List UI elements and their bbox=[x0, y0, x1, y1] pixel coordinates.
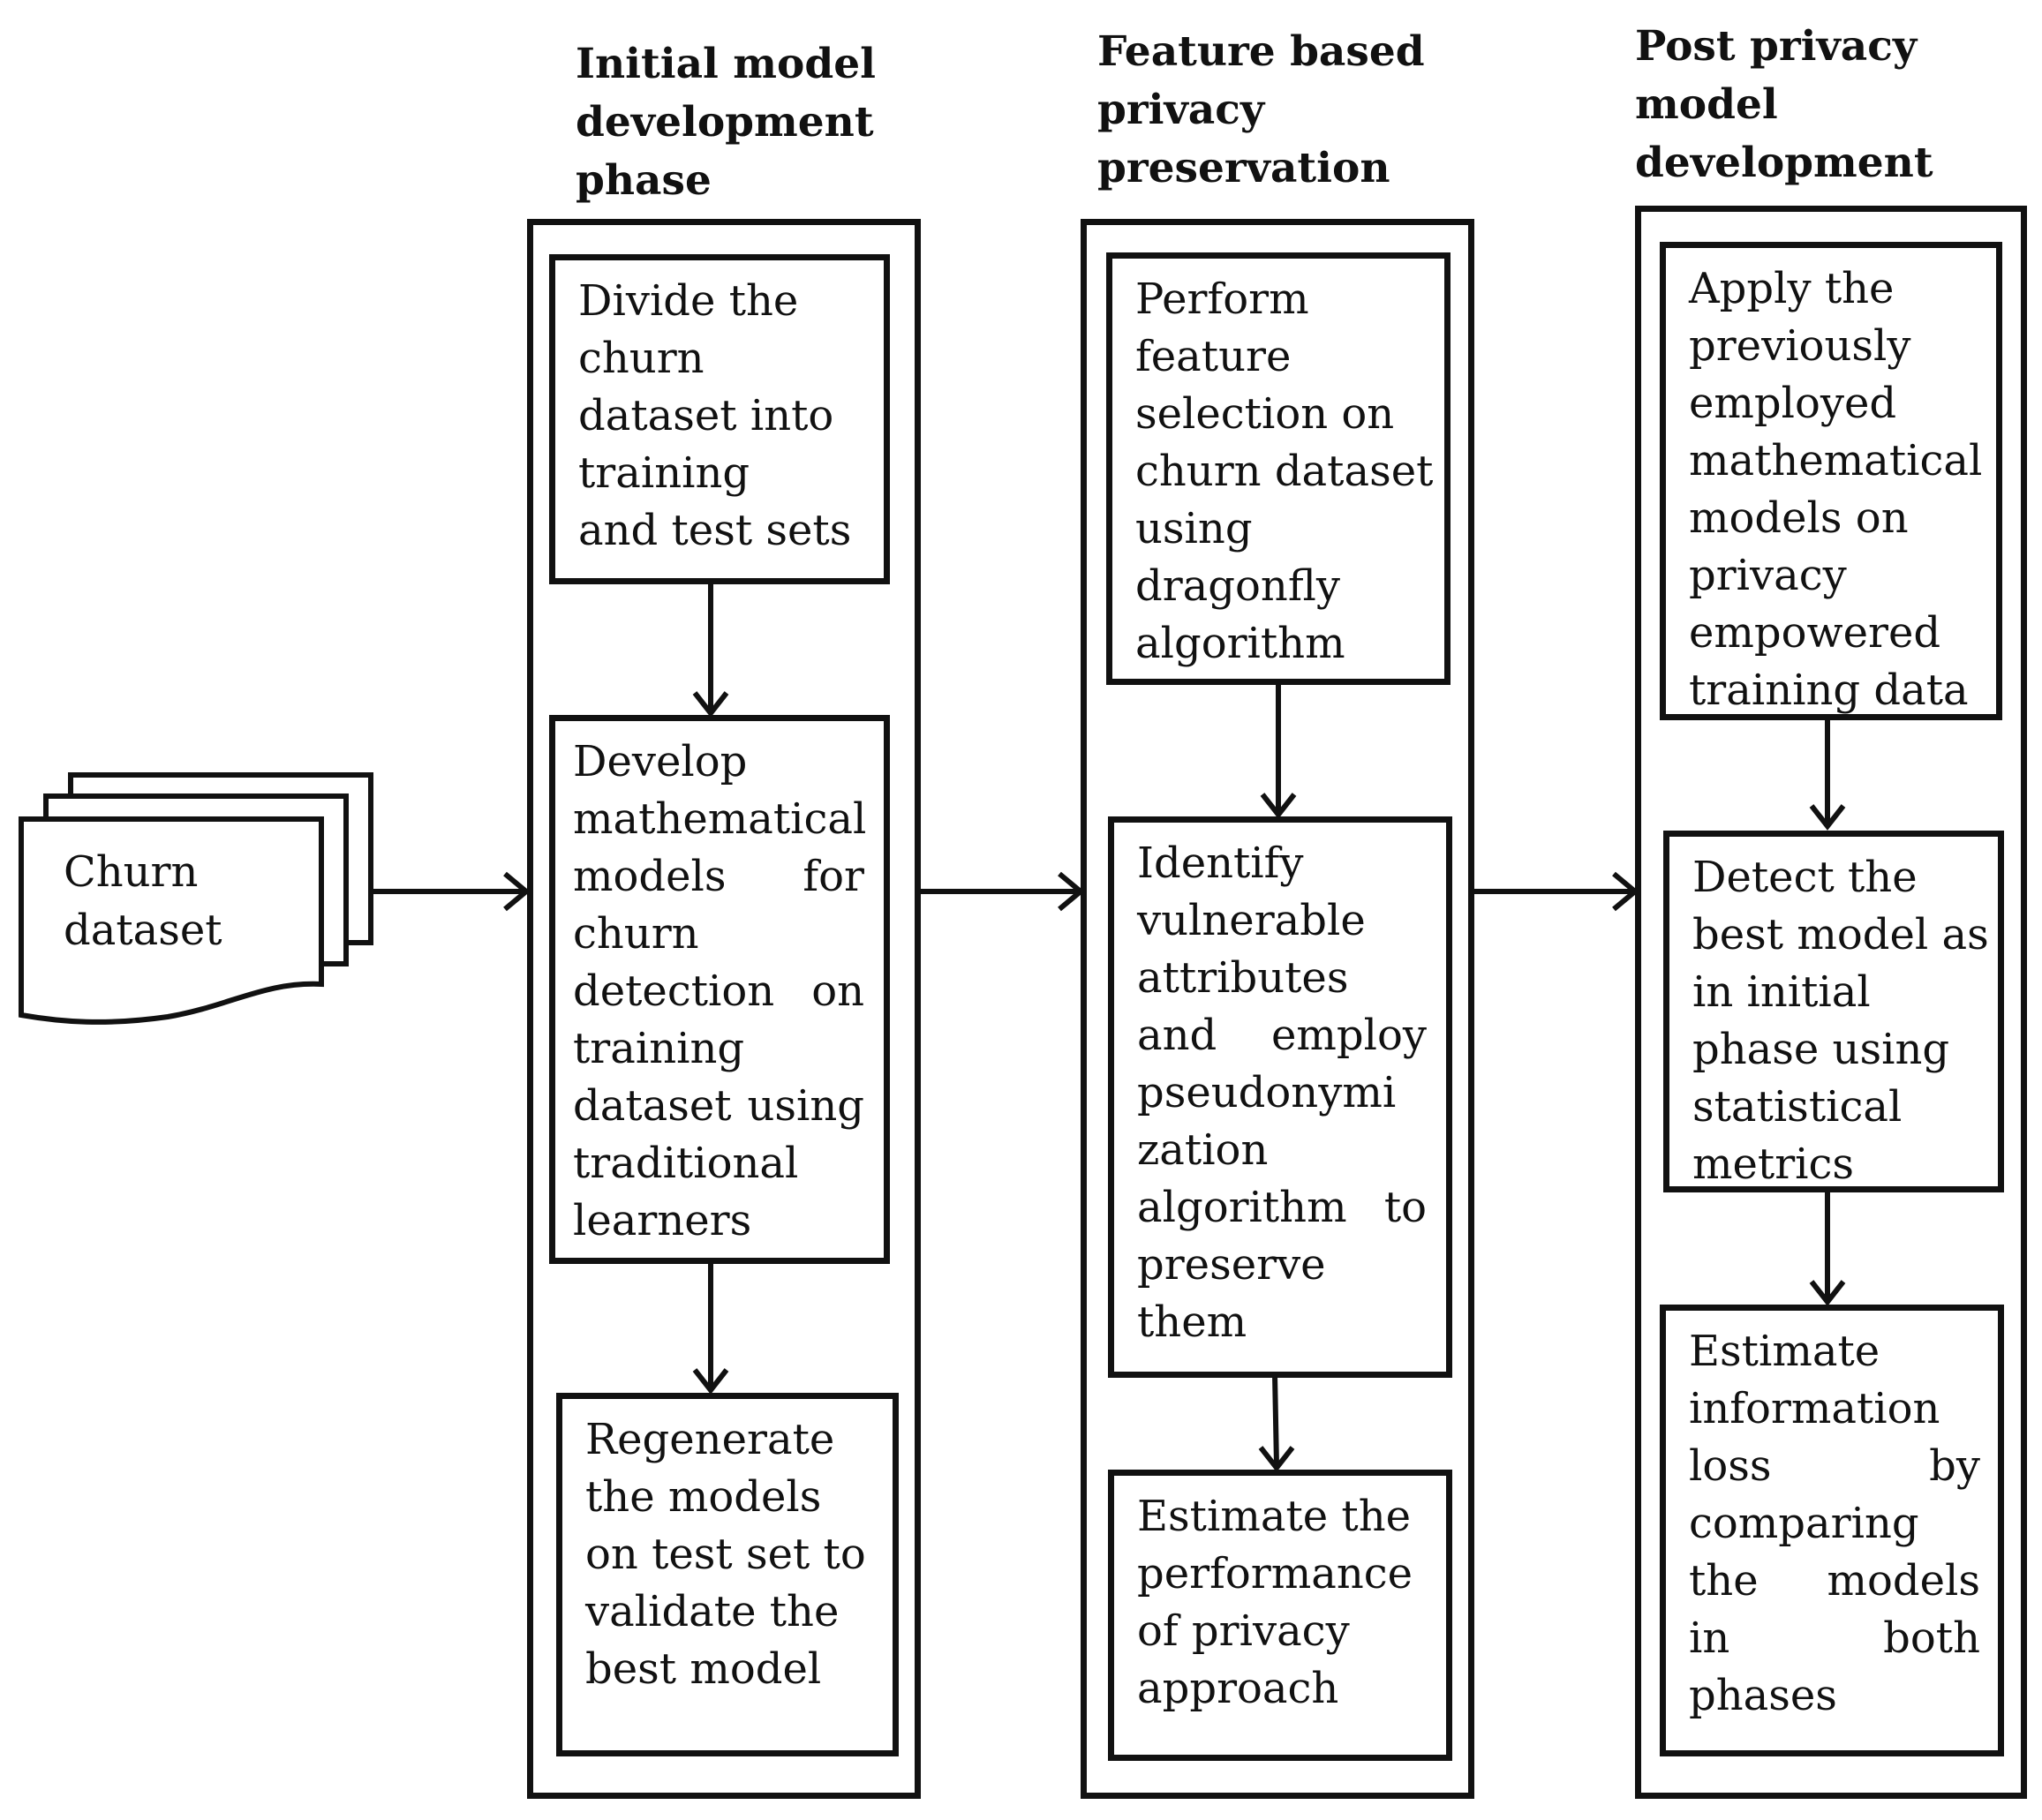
phase-title-line: model bbox=[1635, 80, 1778, 129]
step-line: vulnerable bbox=[1137, 896, 1366, 945]
step-line: on test set to bbox=[585, 1530, 866, 1579]
step-line: Identify bbox=[1137, 839, 1304, 888]
phase-title-line: Post privacy bbox=[1635, 22, 1918, 71]
step-line: churn bbox=[578, 334, 705, 383]
step-line: Detect the bbox=[1692, 853, 1918, 902]
step-line: learners bbox=[573, 1196, 752, 1245]
phase-title-line: phase bbox=[576, 156, 712, 205]
arrow-dataset-to-phase1-head bbox=[503, 871, 531, 912]
dataset-sheet-front bbox=[19, 816, 324, 1025]
step-line: Apply the bbox=[1689, 264, 1895, 313]
dataset-label-line: dataset bbox=[64, 906, 222, 955]
phase2-container bbox=[1081, 219, 1474, 1799]
phase2-title: Feature based privacy preservation bbox=[1097, 23, 1425, 198]
step-line: models on bbox=[1689, 493, 1909, 543]
step-line: dragonfly bbox=[1135, 561, 1340, 611]
step-line: phase using bbox=[1692, 1025, 1950, 1074]
step-line: the models bbox=[585, 1472, 822, 1522]
step-line: algorithm bbox=[1135, 619, 1345, 668]
phase-title-line: development bbox=[576, 98, 874, 147]
phase-title-line: Feature based bbox=[1097, 27, 1425, 76]
step-line: mathematical bbox=[1689, 436, 1983, 485]
phase3-container bbox=[1635, 206, 2027, 1799]
step-connector-arrows bbox=[692, 583, 1846, 1472]
step-line: mathematical bbox=[573, 794, 867, 844]
step-line: them bbox=[1137, 1297, 1247, 1347]
step-line: selection on bbox=[1135, 389, 1395, 439]
phase-title-line: preservation bbox=[1097, 144, 1390, 192]
step-line: metrics bbox=[1692, 1139, 1855, 1189]
phase1-step1-box: Divide the churn dataset into training a… bbox=[549, 254, 890, 584]
step-line: best model as bbox=[1692, 910, 1989, 959]
step-line: previously bbox=[1689, 321, 1911, 371]
step-line: statistical bbox=[1692, 1082, 1903, 1132]
step-line: training bbox=[573, 1024, 745, 1073]
dataset-document-stack-icon bbox=[19, 772, 373, 1025]
step-line: validate the bbox=[585, 1587, 840, 1636]
phase2-step1-box: Perform feature selection on churn datas… bbox=[1106, 252, 1450, 685]
step-line: Divide the bbox=[578, 276, 799, 326]
phase3-title: Post privacy model development bbox=[1635, 18, 1933, 192]
step-line: approach bbox=[1137, 1664, 1339, 1713]
step-line: information bbox=[1689, 1384, 1940, 1433]
step-line: best model bbox=[585, 1644, 822, 1694]
phase3-step1-box: Apply the previously employed mathematic… bbox=[1660, 242, 2002, 720]
step-line: Develop bbox=[573, 737, 748, 786]
step-line: traditional bbox=[573, 1139, 799, 1188]
step-line: using bbox=[1135, 504, 1253, 553]
phase1-container bbox=[527, 219, 921, 1799]
step-line: churn bbox=[573, 909, 699, 959]
step-line: Estimate bbox=[1689, 1327, 1880, 1376]
step-line: privacy bbox=[1689, 551, 1847, 600]
step-line: of privacy bbox=[1137, 1606, 1350, 1656]
step-line: zation bbox=[1137, 1125, 1269, 1175]
dataset-label: Churn dataset bbox=[64, 843, 222, 959]
phase-title-line: development bbox=[1635, 139, 1933, 187]
phase1-title: Initial model development phase bbox=[576, 35, 876, 210]
phase2-step3-box: Estimate the performance of privacy appr… bbox=[1108, 1470, 1452, 1761]
phase-title-line: Initial model bbox=[576, 40, 876, 88]
step-line: Estimate the bbox=[1137, 1492, 1412, 1541]
step-line: and test sets bbox=[578, 506, 852, 555]
arrow-p2-step2-to-step3 bbox=[1272, 1374, 1279, 1466]
step-line: performance bbox=[1137, 1549, 1413, 1598]
step-line: empowered bbox=[1689, 608, 1941, 658]
step-line: phases bbox=[1689, 1671, 1837, 1720]
step-line: Perform bbox=[1135, 275, 1309, 324]
phase1-step3-box: Regenerate the models on test set to val… bbox=[556, 1393, 899, 1756]
step-line: comparing bbox=[1689, 1499, 1919, 1548]
phase3-step2-box: Detect the best model as in initial phas… bbox=[1663, 831, 2004, 1192]
step-line: dataset into bbox=[578, 391, 834, 440]
dataset-label-line: Churn bbox=[64, 847, 199, 897]
step-line: training bbox=[578, 448, 750, 498]
step-line: employed bbox=[1689, 379, 1897, 428]
step-line: training data bbox=[1689, 666, 1969, 715]
step-line: pseudonymi bbox=[1137, 1068, 1397, 1117]
step-line: churn dataset bbox=[1135, 447, 1434, 496]
step-line: Regenerate bbox=[585, 1415, 835, 1464]
step-line: feature bbox=[1135, 332, 1292, 381]
phase-title-line: privacy bbox=[1097, 86, 1265, 134]
step-line: preserve bbox=[1137, 1240, 1326, 1290]
step-line: attributes bbox=[1137, 953, 1349, 1003]
step-line: in initial bbox=[1692, 967, 1871, 1017]
